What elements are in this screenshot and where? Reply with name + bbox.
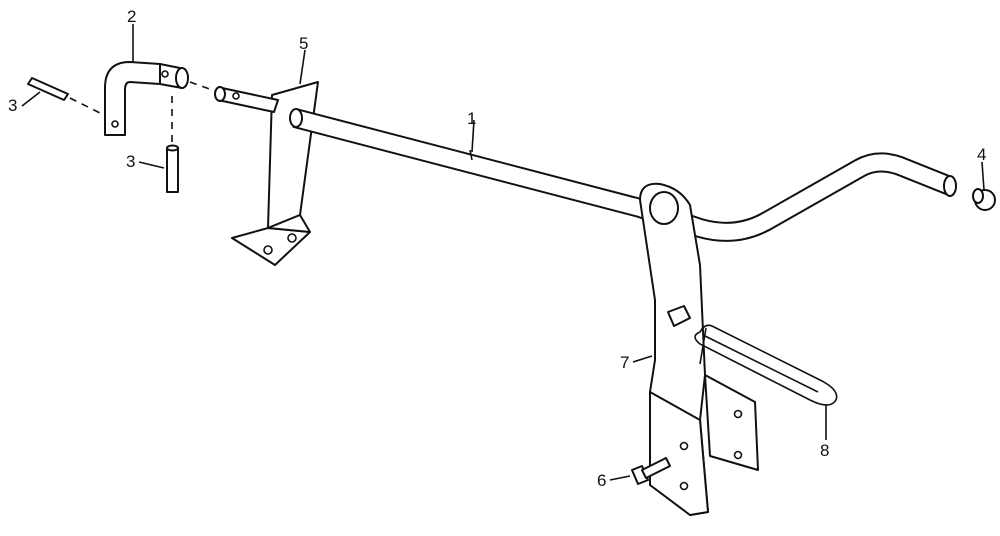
callout-4: 4: [977, 145, 986, 164]
assembly-lines: [69, 81, 216, 145]
callout-7: 7: [620, 353, 629, 372]
bolt: [631, 457, 671, 485]
main-rod: [289, 108, 957, 242]
elbow-fitting: [104, 61, 189, 136]
spring-clip: [694, 324, 838, 406]
end-plug: [972, 188, 996, 211]
callout-5: 5: [299, 34, 308, 53]
leader-lines: [21, 24, 985, 481]
callout-1: 1: [467, 109, 476, 128]
callout-3-upper: 3: [8, 96, 17, 115]
pin-upper: [27, 77, 69, 101]
callout-8: 8: [820, 441, 829, 460]
lever-bracket: [639, 182, 759, 516]
callout-6: 6: [597, 471, 606, 490]
rod-end-stub: [214, 86, 279, 113]
callout-3-lower: 3: [126, 152, 135, 171]
pin-lower: [166, 144, 179, 193]
callout-2: 2: [127, 7, 136, 26]
